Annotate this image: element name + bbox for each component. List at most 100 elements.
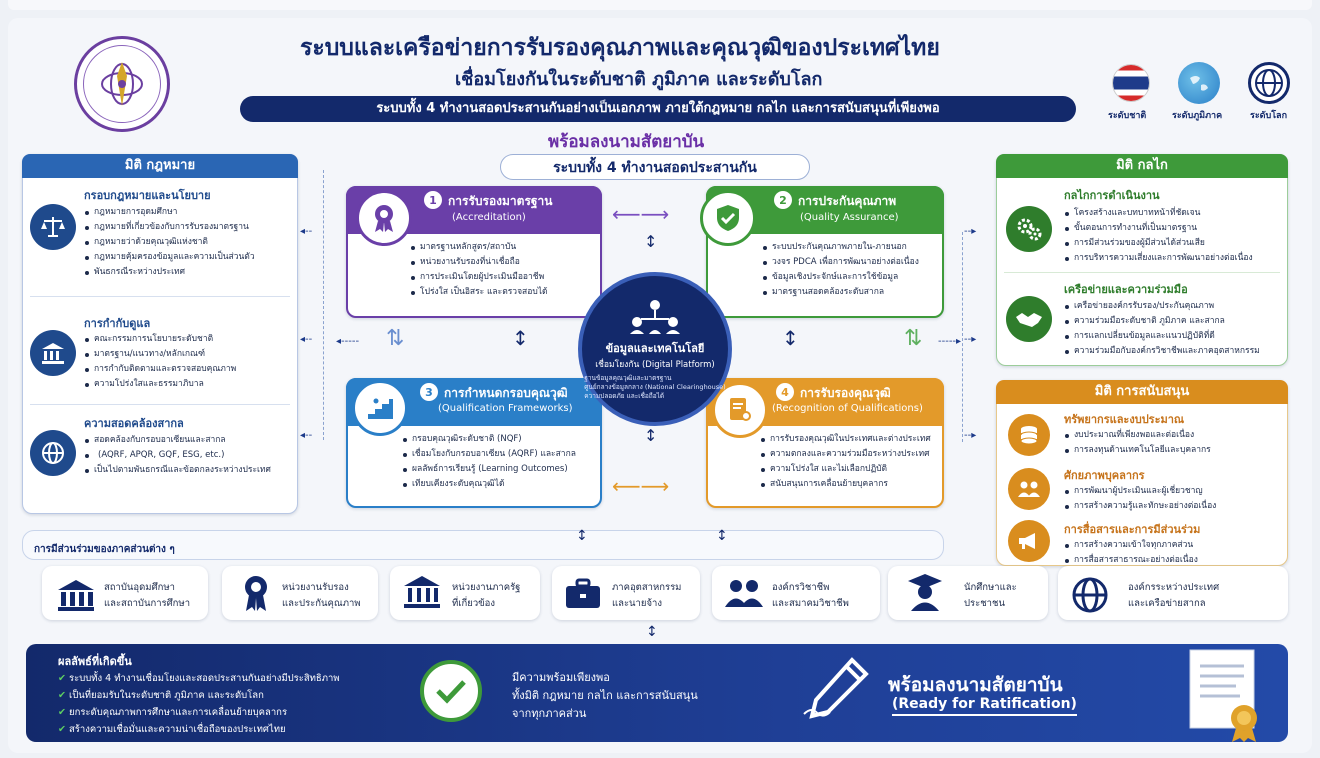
list-item: เชื่อมโยงกับกรอบอาเซียน (AQRF) และสากล — [402, 447, 576, 462]
stairs-icon — [352, 380, 408, 436]
list-item: การกำกับติดตามและตรวจสอบคุณภาพ — [84, 362, 236, 377]
box-en-4: (Recognition of Qualifications) — [772, 403, 923, 414]
result-item: สร้างความเชื่อมั่นและความน่าเชื่อถือของป… — [69, 724, 286, 735]
box-list-4: การรับรองคุณวุฒิในประเทศและต่างประเทศ คว… — [760, 432, 931, 492]
arrow-center-right: ‑‑‑‑‑▸ — [938, 336, 962, 347]
arrow-hub-down: ↕ — [644, 426, 658, 445]
government-icon — [402, 574, 442, 614]
box-title-4: การรับรองคุณวุฒิ — [800, 386, 891, 400]
list-item: การรับรองคุณวุฒิในประเทศและต่างประเทศ — [760, 432, 931, 447]
list-item: การบริหารความเสี่ยงและการพัฒนาอย่างต่อเน… — [1064, 251, 1253, 266]
government-building-icon — [30, 330, 76, 376]
participant-card-5 — [712, 566, 880, 620]
list-item: ความร่วมมือกับองค์กรวิชาชีพและภาคอุตสาหก… — [1064, 344, 1260, 359]
list-item: ผลลัพธ์การเรียนรู้ (Learning Outcomes) — [402, 462, 576, 477]
support-section-list-3: การสร้างความเข้าใจทุกภาคส่วน การสื่อสารส… — [1064, 538, 1198, 568]
list-item: งบประมาณที่เพียงพอและต่อเนื่อง — [1064, 428, 1211, 443]
list-item: การสร้างความรู้และทักษะอย่างต่อเนื่อง — [1064, 499, 1216, 514]
arrow-down-footer: ↕ — [646, 624, 658, 640]
arrow-right-2: ‑‑▸ — [964, 334, 977, 345]
arrow-3-4: ⟵⟶ — [612, 474, 670, 498]
check-icon: ✔ — [58, 690, 66, 701]
list-item: ข้อมูลเชิงประจักษ์และการใช้ข้อมูล — [762, 270, 919, 285]
arrow-down-1: ↕ — [576, 528, 588, 544]
result-item: ยกระดับคุณภาพการศึกษาและการเคลื่อนย้ายบุ… — [69, 707, 288, 718]
participant-label: ที่เกี่ยวข้อง — [452, 598, 496, 609]
list-item: การลงทุนด้านเทคโนโลยีและบุคลากร — [1064, 443, 1211, 458]
list-item: กฎหมายว่าด้วยคุณวุฒิแห่งชาติ — [84, 235, 255, 250]
law-section-list-2: คณะกรรมการนโยบายระดับชาติ มาตรฐาน/แนวทาง… — [84, 332, 236, 392]
support-header: มิติ การสนับสนุน — [996, 380, 1288, 404]
level-regional: ระดับภูมิภาค — [1172, 111, 1223, 121]
list-item: มาตรฐานหลักสูตร/สถาบัน — [410, 240, 548, 255]
support-section-title-1: ทรัพยากรและงบประมาณ — [1064, 413, 1185, 426]
top-strip — [8, 0, 1312, 10]
mechanism-header: มิติ กลไก — [996, 154, 1288, 178]
support-section-list-2: การพัฒนาผู้ประเมินและผู้เชี่ยวชาญ การสร้… — [1064, 484, 1216, 514]
law-section-title-2: การกำกับดูแล — [84, 317, 151, 330]
arrow-right-v: ↕ — [782, 326, 799, 350]
box-number-4: 4 — [776, 383, 794, 401]
center-label: ระบบทั้ง 4 ทำงานสอดประสานกัน — [500, 154, 810, 180]
law-section-list-3: สอดคล้องกับกรอบอาเซียนและสากล (AQRF, APQ… — [84, 433, 271, 478]
network-people-icon — [630, 299, 680, 334]
scales-icon — [30, 204, 76, 250]
arrow-left-1: ◂‑‑ — [300, 226, 313, 237]
law-header: มิติ กฎหมาย — [22, 154, 298, 178]
page-subtitle: เชื่อมโยงกันในระดับชาติ ภูมิภาค และระดับ… — [455, 69, 823, 90]
box-number-1: 1 — [424, 191, 442, 209]
list-item: พันธกรณีระหว่างประเทศ — [84, 265, 255, 280]
list-item: สนับสนุนการเคลื่อนย้ายบุคลากร — [760, 477, 931, 492]
list-item: ระบบประกันคุณภาพภายใน-ภายนอก — [762, 240, 919, 255]
level-national: ระดับชาติ — [1108, 111, 1147, 121]
arrow-1-3: ⇅ — [386, 326, 405, 351]
mechanism-section-list-2: เครือข่ายองค์กรรับรอง/ประกันคุณภาพ ความร… — [1064, 299, 1260, 359]
participant-label: และนายจ้าง — [612, 598, 662, 609]
arrow-2-4: ⇅ — [904, 326, 923, 351]
list-item: กฎหมายที่เกี่ยวข้องกับการรับรองมาตรฐาน — [84, 220, 255, 235]
arrow-left-v: ↕ — [512, 326, 529, 350]
participant-label: องค์กรระหว่างประเทศ — [1128, 582, 1220, 593]
list-item: กฎหมายคุ้มครองข้อมูลและความเป็นส่วนตัว — [84, 250, 255, 265]
arrow-right-3: ‑‑▸ — [964, 430, 977, 441]
participant-label: และเครือข่ายสากล — [1128, 598, 1206, 609]
arrow-left-2: ◂‑‑ — [300, 334, 313, 345]
participant-label: ภาคอุตสาหกรรม — [612, 582, 682, 593]
arrow-down-2: ↕ — [716, 528, 728, 544]
handshake-icon — [1006, 296, 1052, 342]
box-number-3: 3 — [420, 383, 438, 401]
check-icon: ✔ — [58, 673, 66, 684]
participant-label: ประชาชน — [964, 598, 1005, 609]
list-item: โครงสร้างและบทบาทหน้าที่ชัดเจน — [1064, 206, 1253, 221]
list-item: ความโปร่งใส และไม่เลือกปฏิบัติ — [760, 462, 931, 477]
participant-label: และสมาคมวิชาชีพ — [772, 598, 849, 609]
box-title-3: การกำหนดกรอบคุณวุฒิ — [444, 386, 568, 400]
banner: ระบบทั้ง 4 ทำงานสอดประสานกันอย่างเป็นเอก… — [240, 96, 1076, 122]
ready-title-th: พร้อมลงนามสัตยาบัน — [888, 674, 1063, 696]
support-section-list-1: งบประมาณที่เพียงพอและต่อเนื่อง การลงทุนด… — [1064, 428, 1211, 458]
support-section-title-3: การสื่อสารและการมีส่วนร่วม — [1064, 523, 1201, 536]
participant-label: และประกันคุณภาพ — [282, 598, 361, 609]
list-item: กรอบคุณวุฒิระดับชาติ (NQF) — [402, 432, 576, 447]
mechanism-section-list-1: โครงสร้างและบทบาทหน้าที่ชัดเจน ขั้นตอนกา… — [1064, 206, 1253, 266]
list-item: กฎหมายการอุดมศึกษา — [84, 205, 255, 220]
hub-title: ข้อมูลและเทคโนโลยี — [605, 341, 705, 355]
arrow-left-3: ◂‑‑ — [300, 430, 313, 441]
divider — [30, 296, 290, 297]
big-check-icon — [420, 660, 482, 722]
hub-item: ฐานข้อมูลคุณวุฒิและมาตรฐาน — [584, 373, 672, 382]
list-item: เทียบเคียงระดับคุณวุฒิได้ — [402, 477, 576, 492]
divider — [30, 404, 290, 405]
box-list-3: กรอบคุณวุฒิระดับชาติ (NQF) เชื่อมโยงกับก… — [402, 432, 576, 492]
results-list: ✔ ระบบทั้ง 4 ทำงานเชื่อมโยงและสอดประสานก… — [58, 670, 340, 738]
list-item: การสื่อสารสาธารณะอย่างต่อเนื่อง — [1064, 553, 1198, 568]
mechanism-section-title-1: กลไกการดำเนินงาน — [1064, 189, 1160, 202]
list-item: เครือข่ายองค์กรรับรอง/ประกันคุณภาพ — [1064, 299, 1260, 314]
globe-region-icon — [1178, 62, 1220, 104]
list-item: หน่วยงานรับรองที่น่าเชื่อถือ — [410, 255, 548, 270]
mechanism-section-title-2: เครือข่ายและความร่วมมือ — [1064, 283, 1188, 296]
list-item: มาตรฐานสอดคล้องระดับสากล — [762, 285, 919, 300]
pen-signature-icon — [800, 656, 876, 724]
list-item: ความโปร่งใสและธรรมาภิบาล — [84, 377, 236, 392]
list-item: (AQRF, APQR, GQF, ESG, etc.) — [84, 448, 271, 463]
